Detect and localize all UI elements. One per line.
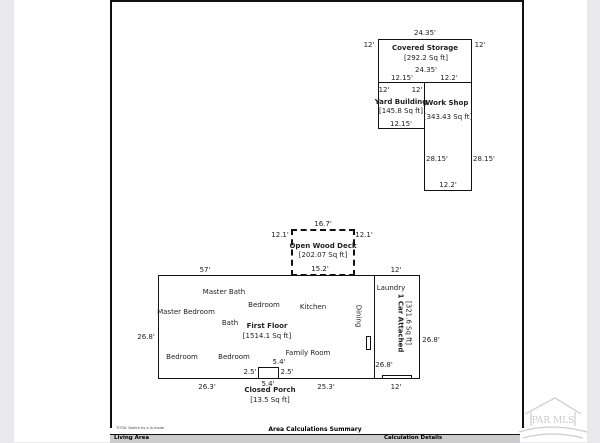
- room-name: Yard Building: [374, 98, 428, 106]
- dim-label: 15.2': [311, 265, 329, 273]
- document-page: 24.35' 12' 12' Covered Storage [292.2 Sq…: [14, 0, 588, 443]
- dim-label: 5.4': [261, 380, 275, 388]
- summary-title: Area Calculations Summary: [268, 426, 362, 433]
- dim-label: 24.35': [415, 66, 437, 74]
- dim-label: 12.1': [355, 231, 373, 239]
- dim-label: 25.3': [317, 383, 335, 391]
- room-label: Laundry: [376, 284, 406, 292]
- dim-label: 12.2': [440, 74, 458, 82]
- dim-label: 12': [474, 41, 486, 49]
- dim-label: 12.15': [390, 120, 412, 128]
- room-label: Bedroom: [248, 301, 280, 309]
- dim-label: 12': [390, 383, 402, 391]
- room-label: Bath: [221, 319, 239, 327]
- sketch-credit: TOTAL Sketch by a la mode: [116, 426, 164, 430]
- room-label: Kitchen: [299, 303, 327, 311]
- room-label: Bedroom: [166, 353, 198, 361]
- dim-label: 26.8': [375, 361, 393, 369]
- room-area: [13.5 Sq ft]: [250, 396, 290, 404]
- dim-label: 24.35': [414, 29, 436, 37]
- room-label: Master Bath: [202, 288, 246, 296]
- garage-door: [382, 375, 412, 379]
- garage-divider: [374, 275, 376, 379]
- area-summary: TOTAL Sketch by a la mode Area Calculati…: [110, 426, 520, 443]
- room-area: [145.8 Sq ft]: [379, 107, 423, 115]
- room-name: Open Wood Deck: [289, 242, 357, 250]
- dim-label: 28.15': [426, 155, 448, 163]
- svg-text:PAR MLS: PAR MLS: [532, 416, 575, 426]
- dim-label: 12.1': [271, 231, 289, 239]
- dining-fixture: [366, 336, 371, 350]
- room-label: Master Bedroom: [157, 308, 215, 316]
- dim-label: 12.2': [439, 181, 457, 189]
- room-name: First Floor: [246, 322, 288, 330]
- dim-label: 12': [378, 86, 390, 94]
- dim-label: 26.3': [198, 383, 216, 391]
- work-shop-outline: [424, 82, 472, 191]
- dim-label: 28.15': [473, 155, 495, 163]
- room-area: [343.43 Sq ft]: [423, 113, 473, 121]
- dim-label: 26.8': [422, 336, 440, 344]
- dim-label: 12': [411, 86, 423, 94]
- room-name: Closed Porch: [244, 386, 296, 394]
- dim-label: 5.4': [272, 358, 286, 366]
- dim-label: 26.8': [137, 333, 155, 341]
- room-name: Covered Storage: [391, 44, 459, 52]
- dim-label: 57': [199, 266, 211, 274]
- watermark-logo: PAR MLS: [518, 397, 588, 439]
- summary-header-row: Living Area Calculation Details: [110, 434, 520, 443]
- dim-label: 12': [390, 266, 402, 274]
- room-name: 1 Car Attached: [396, 293, 405, 353]
- closed-porch-outline: [258, 367, 279, 379]
- room-name: Work Shop: [425, 99, 469, 107]
- sketch-frame: [110, 0, 524, 428]
- room-label: Bedroom: [218, 353, 250, 361]
- dim-label: 12': [363, 41, 375, 49]
- first-floor-outline: [158, 275, 420, 379]
- dim-label: 2.5': [243, 368, 257, 376]
- living-area-header: Living Area: [114, 435, 150, 441]
- dim-label: 2.5': [280, 368, 294, 376]
- room-label: Dining: [354, 304, 363, 328]
- room-area: [202.07 Sq ft]: [298, 251, 348, 259]
- calculation-details-header: Calculation Details: [384, 435, 443, 441]
- room-label: Family Room: [285, 349, 331, 357]
- room-area: [292.2 Sq ft]: [404, 54, 448, 62]
- room-area: [1514.1 Sq ft]: [242, 332, 292, 340]
- dim-label: 16.7': [314, 220, 332, 228]
- room-area: [321.6 Sq ft]: [404, 301, 413, 345]
- dim-label: 12.15': [391, 74, 413, 82]
